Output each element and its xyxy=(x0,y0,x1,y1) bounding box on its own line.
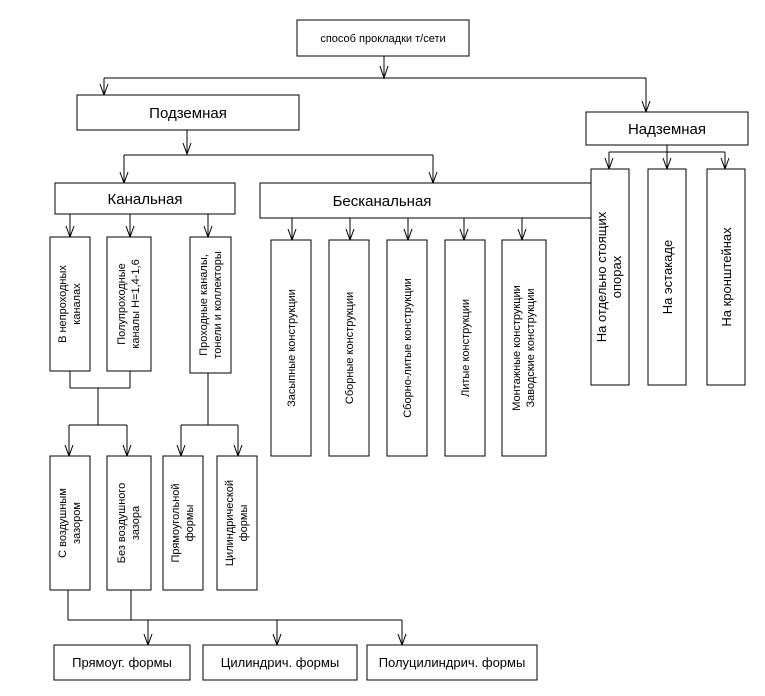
channel-passable-node: Проходные каналы, тонели и коллекторы xyxy=(189,236,232,374)
channel-impassable-line2: каналах xyxy=(71,283,83,325)
underground-node: Подземная xyxy=(76,94,300,131)
overground-label: Надземная xyxy=(628,121,706,138)
overground-brackets-label: На кронштейнах xyxy=(719,227,734,327)
channel-semi-passable-line1: Полупроходные xyxy=(116,263,128,345)
channelless-assembled-cast-label: Сборно-литые конструкции xyxy=(402,278,414,418)
channelless-node: Бесканальная xyxy=(259,182,608,219)
channel-impassable-line1: В непроходных xyxy=(57,265,69,343)
shape-rect-node: Прямоуг. формы xyxy=(53,644,191,681)
channel-impassable-node: В непроходных каналах xyxy=(49,236,91,372)
channel-semi-passable-line2: каналы Н=1,4-1,6 xyxy=(130,259,142,348)
channelless-fill-node: Засыпные конструкции xyxy=(270,239,312,457)
channel-passable-line1: Проходные каналы, xyxy=(198,254,210,356)
passable-cyl-line2: формы xyxy=(238,505,250,542)
gap-without-line2: зазора xyxy=(130,505,142,540)
overground-brackets-node: На кронштейнах xyxy=(706,168,746,386)
overground-trestle-label: На эстакаде xyxy=(660,240,675,314)
gap-without-node: Без воздушного зазора xyxy=(106,455,152,591)
passable-rect-line1: Прямоугольной xyxy=(170,483,182,562)
root-node: способ прокладки т/сети xyxy=(296,19,470,57)
overground-trestle-node: На эстакаде xyxy=(647,168,687,386)
gap-with-node: С воздушным зазором xyxy=(49,455,91,591)
channel-label: Канальная xyxy=(107,191,182,208)
root-label: способ прокладки т/сети xyxy=(320,33,445,45)
channelless-cast-label: Литые конструкции xyxy=(460,299,472,397)
passable-cyl-line1: Цилиндрической xyxy=(224,480,236,566)
overground-separate-supports-node: На отдельно стоящих опорах xyxy=(590,168,630,386)
channel-node: Канальная xyxy=(54,182,236,215)
channel-semi-passable-node: Полупроходные каналы Н=1,4-1,6 xyxy=(106,236,152,372)
shape-rect-label: Прямоуг. формы xyxy=(72,655,172,670)
gap-with-line2: зазором xyxy=(71,502,83,544)
gap-with-line1: С воздушным xyxy=(57,488,69,558)
overground-node: Надземная xyxy=(585,111,749,146)
shape-semicyl-node: Полуцилиндрич. формы xyxy=(366,644,538,681)
passable-rect-node: Прямоугольной формы xyxy=(162,455,204,591)
channelless-assembled-label: Сборные конструкции xyxy=(344,292,356,404)
channelless-cast-node: Литые конструкции xyxy=(444,239,486,457)
overground-separate-supports-line2: опорах xyxy=(609,255,624,298)
channelless-fill-label: Засыпные конструкции xyxy=(286,289,298,407)
channelless-assembled-node: Сборные конструкции xyxy=(328,239,370,457)
channelless-mounting-node: Монтажные конструкции Заводские конструк… xyxy=(501,239,547,457)
shape-semicyl-label: Полуцилиндрич. формы xyxy=(379,655,526,670)
underground-label: Подземная xyxy=(149,105,227,122)
channelless-mounting-line1: Монтажные конструкции xyxy=(511,285,523,411)
gap-without-line1: Без воздушного xyxy=(116,483,128,564)
channel-passable-line2: тонели и коллекторы xyxy=(212,251,224,359)
shape-cyl-node: Цилиндрич. формы xyxy=(202,644,358,681)
shape-cyl-label: Цилиндрич. формы xyxy=(221,655,339,670)
channelless-assembled-cast-node: Сборно-литые конструкции xyxy=(386,239,428,457)
overground-separate-supports-line1: На отдельно стоящих xyxy=(594,211,609,342)
passable-cyl-node: Цилиндрической формы xyxy=(216,455,258,591)
channelless-mounting-line2: Заводские конструкции xyxy=(525,289,537,408)
passable-rect-line2: формы xyxy=(184,505,196,542)
channelless-label: Бесканальная xyxy=(333,193,432,210)
